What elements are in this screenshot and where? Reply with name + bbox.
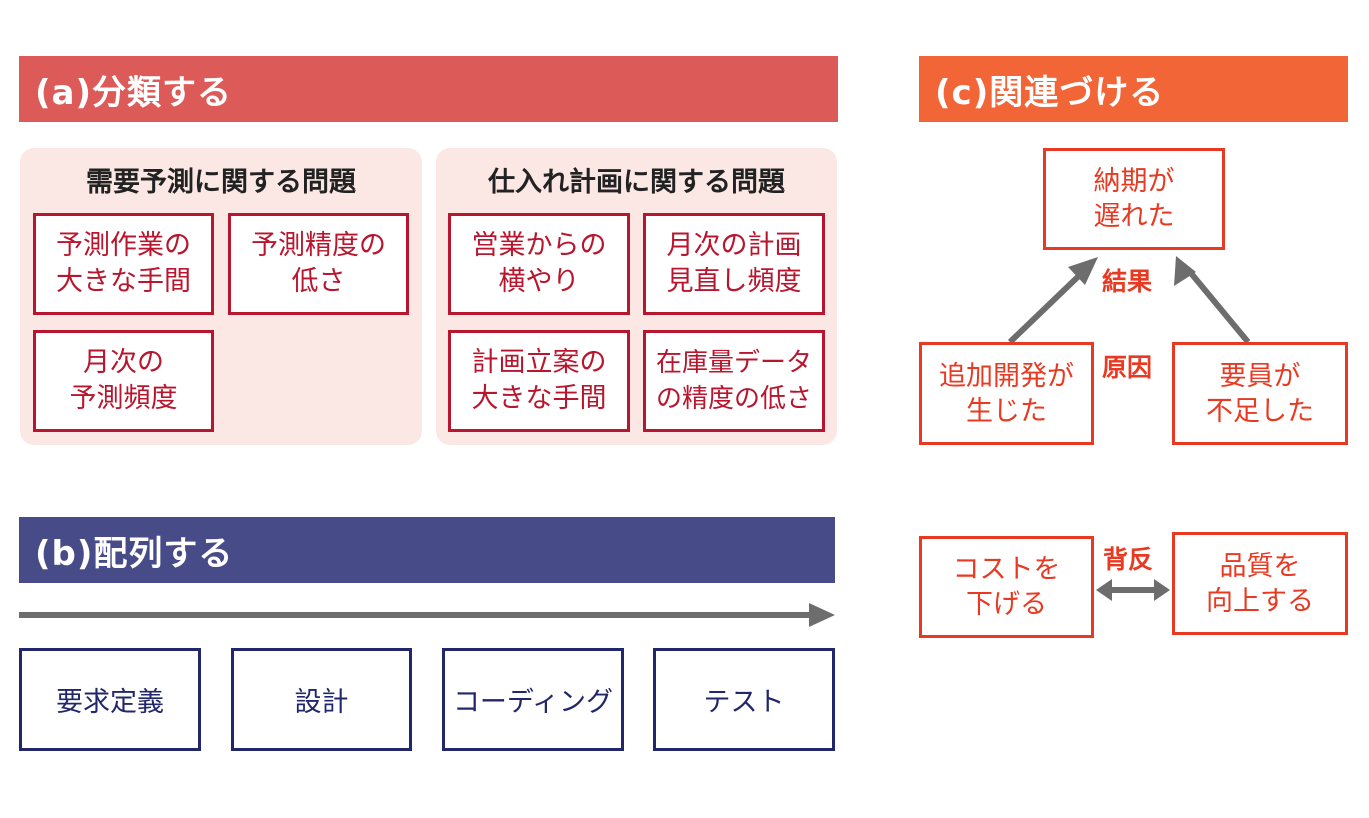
section-c-header: (c)関連づける: [919, 56, 1348, 122]
group-title: 需要予測に関する問題: [86, 167, 356, 198]
result-box: 納期が 遅れた: [1043, 148, 1225, 250]
section-b-header: (b)配列する: [19, 517, 835, 583]
cause-arrows: [1007, 256, 1251, 345]
conflict-label: 背反: [1103, 545, 1154, 574]
step-design: 設計: [231, 648, 412, 751]
conflict-left-box: コストを 下げる: [919, 536, 1094, 638]
issue-box: 予測精度の 低さ: [228, 213, 409, 315]
result-label: 結果: [1102, 267, 1153, 296]
issue-box: 計画立案の 大きな手間: [448, 330, 630, 432]
issue-box: 営業からの 横やり: [448, 213, 630, 315]
section-a-header: (a)分類する: [19, 56, 838, 122]
issue-box: 月次の 予測頻度: [33, 330, 214, 432]
conflict-arrow: [1096, 579, 1170, 601]
issue-box: 月次の計画 見直し頻度: [643, 213, 825, 315]
conflict-right-box: 品質を 向上する: [1172, 532, 1348, 635]
cause-right-box: 要員が 不足した: [1172, 342, 1348, 445]
cause-label: 原因: [1102, 353, 1153, 382]
step-testing: テスト: [653, 648, 835, 751]
issue-box: 在庫量データ の精度の低さ: [643, 330, 825, 432]
step-coding: コーディング: [442, 648, 624, 751]
cause-left-box: 追加開発が 生じた: [919, 342, 1094, 445]
sequence-arrow: [19, 603, 835, 627]
group-title: 仕入れ計画に関する問題: [488, 167, 785, 198]
step-requirements: 要求定義: [19, 648, 201, 751]
issue-box: 予測作業の 大きな手間: [33, 213, 214, 315]
